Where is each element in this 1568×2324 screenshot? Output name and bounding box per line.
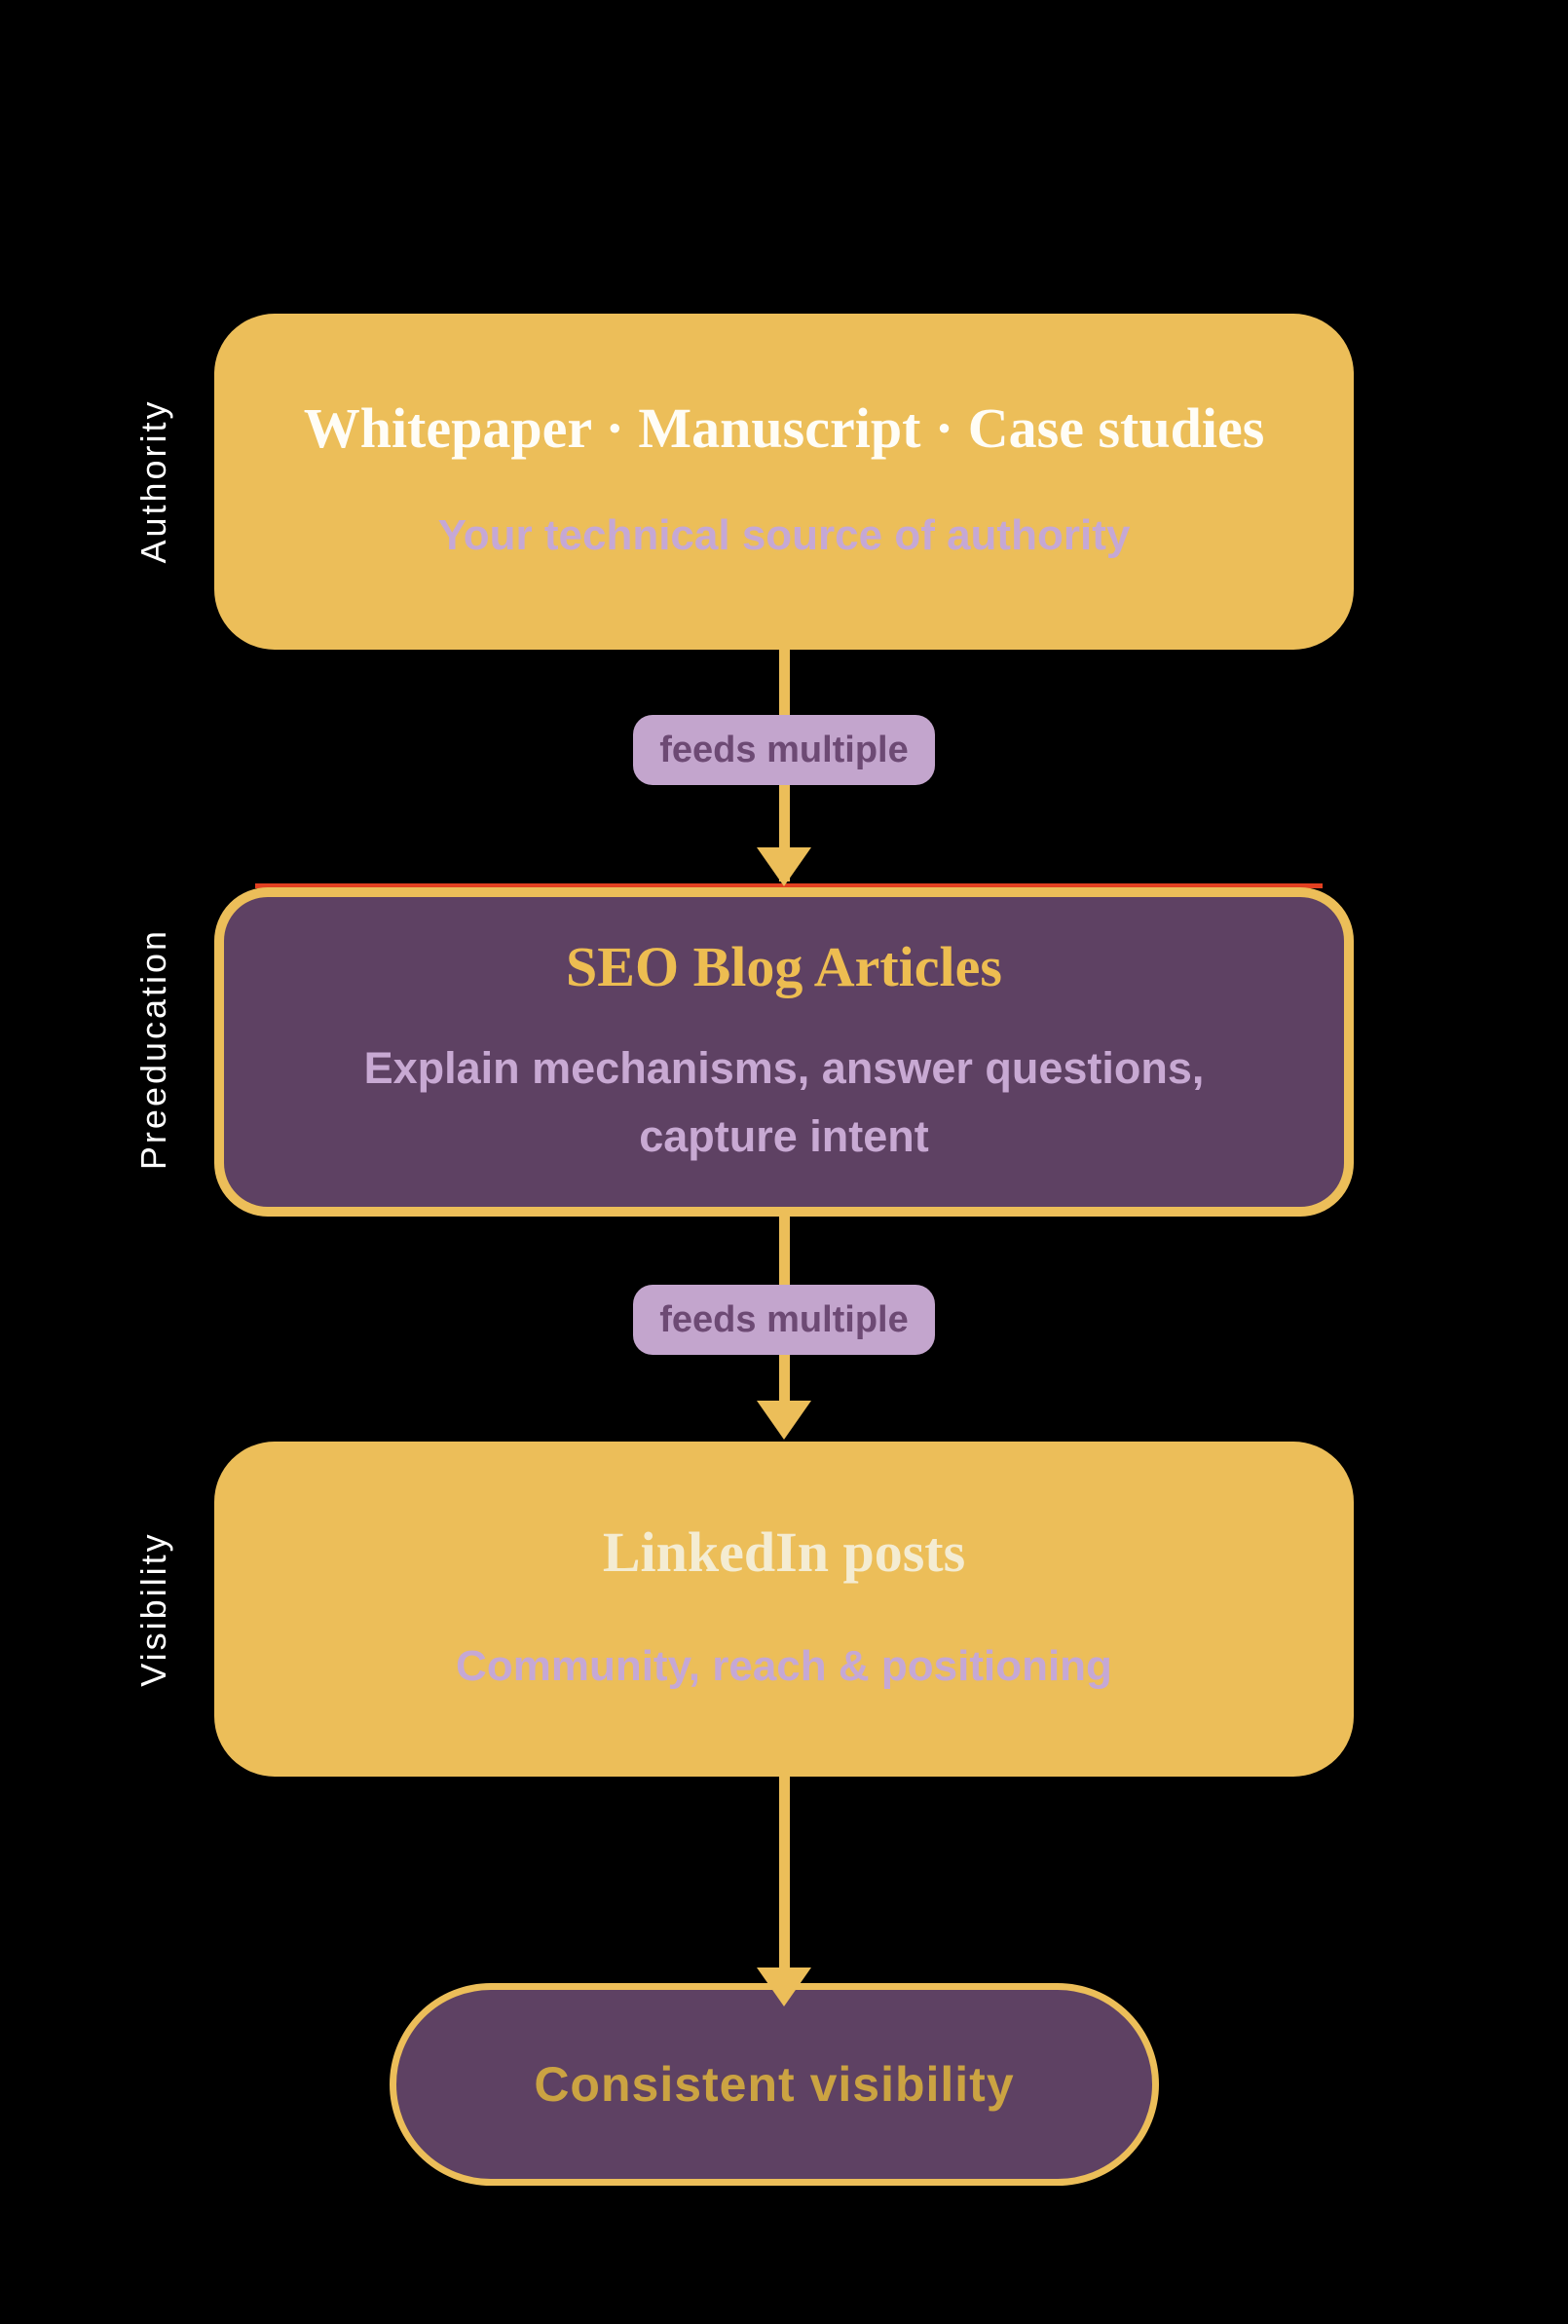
authority-sources-subtitle: Your technical source of authority [437,511,1131,560]
stage-label-preeducation: Preeducation [133,927,173,1171]
arrow-down-icon [757,1968,811,2006]
authority-sources-node: Whitepaper · Manuscript · Case studies Y… [214,314,1354,650]
seo-blog-articles-node: SEO Blog Articles Explain mechanisms, an… [214,887,1354,1217]
seo-subtitle-line-1: Explain mechanisms, answer questions, [363,1043,1205,1094]
linkedin-posts-node: LinkedIn posts Community, reach & positi… [214,1442,1354,1777]
authority-sources-title: Whitepaper · Manuscript · Case studies [303,395,1265,460]
feeds-multiple-badge-2: feeds multiple [633,1285,935,1355]
seo-subtitle-line-2: capture intent [639,1110,929,1161]
stage-label-authority: Authority [133,398,173,564]
stage-label-visibility: Visibility [133,1531,173,1687]
arrow-down-icon [757,847,811,886]
arrow-down-icon [757,1401,811,1440]
linkedin-posts-subtitle: Community, reach & positioning [456,1641,1112,1690]
consistent-visibility-node: Consistent visibility [390,1983,1159,2186]
connector-line-linkedin-to-outcome [779,1777,790,1971]
linkedin-posts-title: LinkedIn posts [602,1520,966,1585]
consistent-visibility-title: Consistent visibility [534,2057,1015,2112]
seo-blog-articles-subtitle: Explain mechanisms, answer questions, ca… [364,1034,1205,1171]
feeds-multiple-badge-1: feeds multiple [633,715,935,785]
seo-blog-articles-title: SEO Blog Articles [566,935,1002,999]
